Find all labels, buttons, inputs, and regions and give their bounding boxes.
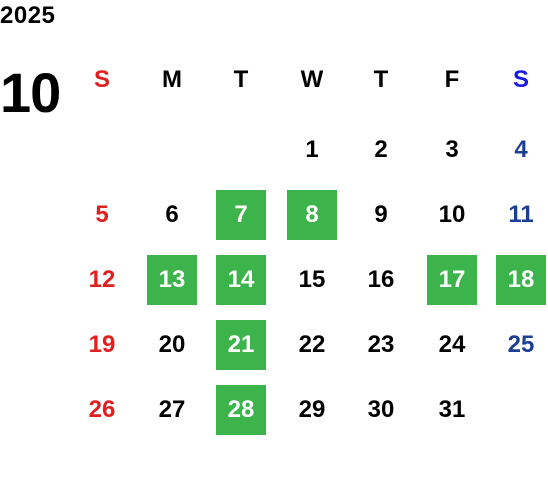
day-cell-highlighted: 14 bbox=[216, 255, 266, 305]
day-cell-highlighted: 28 bbox=[216, 385, 266, 435]
weekday-label-tue: T bbox=[233, 66, 249, 93]
day-cell: 16 bbox=[367, 266, 395, 293]
day-cell: 23 bbox=[367, 331, 395, 358]
day-cell: 19 bbox=[88, 331, 116, 358]
weekday-label-sun: S bbox=[93, 66, 110, 93]
day-cell-highlighted: 21 bbox=[216, 320, 266, 370]
day-cell: 5 bbox=[95, 201, 109, 228]
calendar-month: 10 bbox=[0, 61, 61, 124]
weekday-label-mon: M bbox=[162, 66, 182, 93]
day-cell-highlighted: 17 bbox=[427, 255, 477, 305]
day-cell: 2 bbox=[374, 136, 388, 163]
weekday-label-sat: S bbox=[512, 66, 529, 93]
day-cell-highlighted: 7 bbox=[216, 190, 266, 240]
day-cell: 12 bbox=[88, 266, 116, 293]
day-cell-highlighted: 18 bbox=[496, 255, 546, 305]
weekday-label-thu: T bbox=[373, 66, 389, 93]
day-cell: 25 bbox=[507, 331, 535, 358]
day-cell: 26 bbox=[88, 396, 116, 423]
day-cell: 3 bbox=[445, 136, 459, 163]
day-cell: 9 bbox=[374, 201, 388, 228]
day-cell-highlighted: 13 bbox=[147, 255, 197, 305]
day-cell: 20 bbox=[158, 331, 186, 358]
calendar-year: 2025 bbox=[0, 2, 56, 29]
day-cell: 31 bbox=[438, 396, 466, 423]
day-cell-highlighted: 8 bbox=[287, 190, 337, 240]
day-cell: 4 bbox=[514, 136, 528, 163]
day-cell: 27 bbox=[158, 396, 186, 423]
weekday-label-wed: W bbox=[300, 66, 324, 93]
day-cell: 1 bbox=[305, 136, 319, 163]
day-cell: 11 bbox=[508, 201, 534, 228]
day-cell: 22 bbox=[298, 331, 326, 358]
day-cell: 30 bbox=[367, 396, 395, 423]
weekday-label-fri: F bbox=[444, 66, 460, 93]
day-cell: 29 bbox=[298, 396, 326, 423]
day-cell: 10 bbox=[438, 201, 466, 228]
day-cell: 24 bbox=[438, 331, 466, 358]
day-cell: 15 bbox=[298, 266, 326, 293]
day-cell: 6 bbox=[165, 201, 179, 228]
